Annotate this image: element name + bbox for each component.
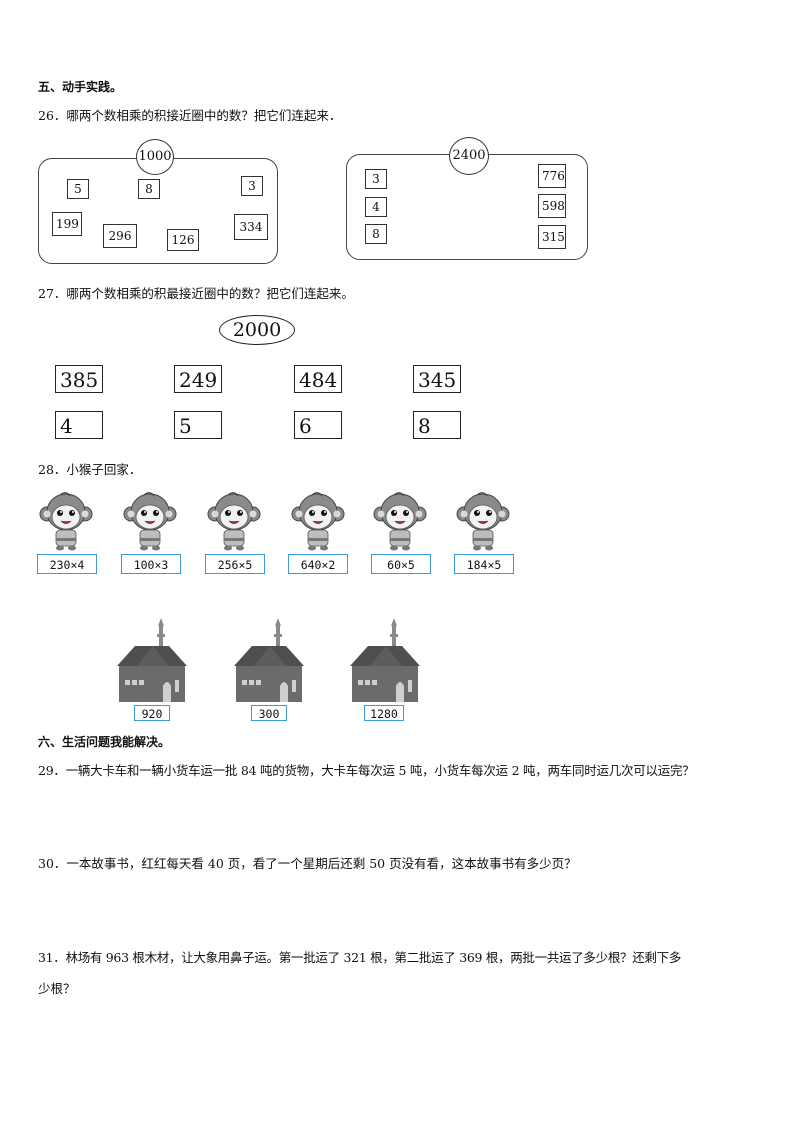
q27-top-box[interactable]: 385 (55, 365, 103, 393)
house-icon[interactable] (230, 614, 308, 704)
q26-number-box[interactable]: 5 (67, 179, 89, 199)
monkey-expression-tag[interactable]: 184×5 (454, 554, 514, 574)
q26-number-box[interactable]: 8 (138, 179, 160, 199)
house-icon[interactable] (113, 614, 191, 704)
q26-target-circle-2400: 2400 (449, 137, 489, 175)
section-five-title: 五、动手实践。 (38, 80, 123, 94)
q27-bottom-box[interactable]: 4 (55, 411, 103, 439)
question-26: 26．哪两个数相乘的积接近圈中的数？把它们连起来． (38, 108, 342, 123)
question-29: 29．一辆大卡车和一辆小货车运一批 84 吨的货物，大卡车每次运 5 吨，小货车… (38, 763, 695, 778)
q26-number-box[interactable]: 8 (365, 224, 387, 244)
q27-bottom-box[interactable]: 6 (294, 411, 342, 439)
q26-number-box[interactable]: 199 (52, 212, 82, 236)
q26-number-box[interactable]: 296 (103, 224, 137, 248)
section-six-title: 六、生活问题我能解决。 (38, 735, 171, 749)
monkey-expression-tag[interactable]: 256×5 (205, 554, 265, 574)
q27-top-box[interactable]: 345 (413, 365, 461, 393)
question-28: 28．小猴子回家． (38, 462, 142, 477)
monkey-icon[interactable] (122, 490, 178, 552)
q26-number-box[interactable]: 126 (167, 229, 199, 251)
q26-number-box[interactable]: 776 (538, 164, 566, 188)
q26-number-box[interactable]: 3 (241, 176, 263, 196)
house-number-tag[interactable]: 920 (134, 705, 170, 721)
q26-target-circle-1000: 1000 (136, 139, 174, 175)
monkey-expression-tag[interactable]: 230×4 (37, 554, 97, 574)
monkey-icon[interactable] (372, 490, 428, 552)
q27-bottom-box[interactable]: 5 (174, 411, 222, 439)
question-30: 30．一本故事书，红红每天看 40 页，看了一个星期后还剩 50 页没有看，这本… (38, 856, 577, 871)
q26-number-box[interactable]: 315 (538, 225, 566, 249)
monkey-expression-tag[interactable]: 640×2 (288, 554, 348, 574)
monkey-icon[interactable] (290, 490, 346, 552)
q27-top-box[interactable]: 249 (174, 365, 222, 393)
monkey-icon[interactable] (38, 490, 94, 552)
q27-bottom-box[interactable]: 8 (413, 411, 461, 439)
q26-number-box[interactable]: 4 (365, 197, 387, 217)
house-icon[interactable] (346, 614, 424, 704)
house-number-tag[interactable]: 1280 (364, 705, 404, 721)
q26-number-box[interactable]: 3 (365, 169, 387, 189)
q27-target-oval: 2000 (219, 315, 295, 345)
monkey-icon[interactable] (206, 490, 262, 552)
q26-number-box[interactable]: 334 (234, 214, 268, 240)
q27-top-box[interactable]: 484 (294, 365, 342, 393)
question-31-line-1: 31．林场有 963 根木材，让大象用鼻子运。第一批运了 321 根，第二批运了… (38, 950, 682, 965)
monkey-icon[interactable] (455, 490, 511, 552)
monkey-expression-tag[interactable]: 100×3 (121, 554, 181, 574)
question-31-line-2: 少根？ (38, 981, 76, 996)
q26-number-box[interactable]: 598 (538, 194, 566, 218)
question-27: 27．哪两个数相乘的积最接近圈中的数？把它们连起来。 (38, 286, 354, 301)
house-number-tag[interactable]: 300 (251, 705, 287, 721)
monkey-expression-tag[interactable]: 60×5 (371, 554, 431, 574)
